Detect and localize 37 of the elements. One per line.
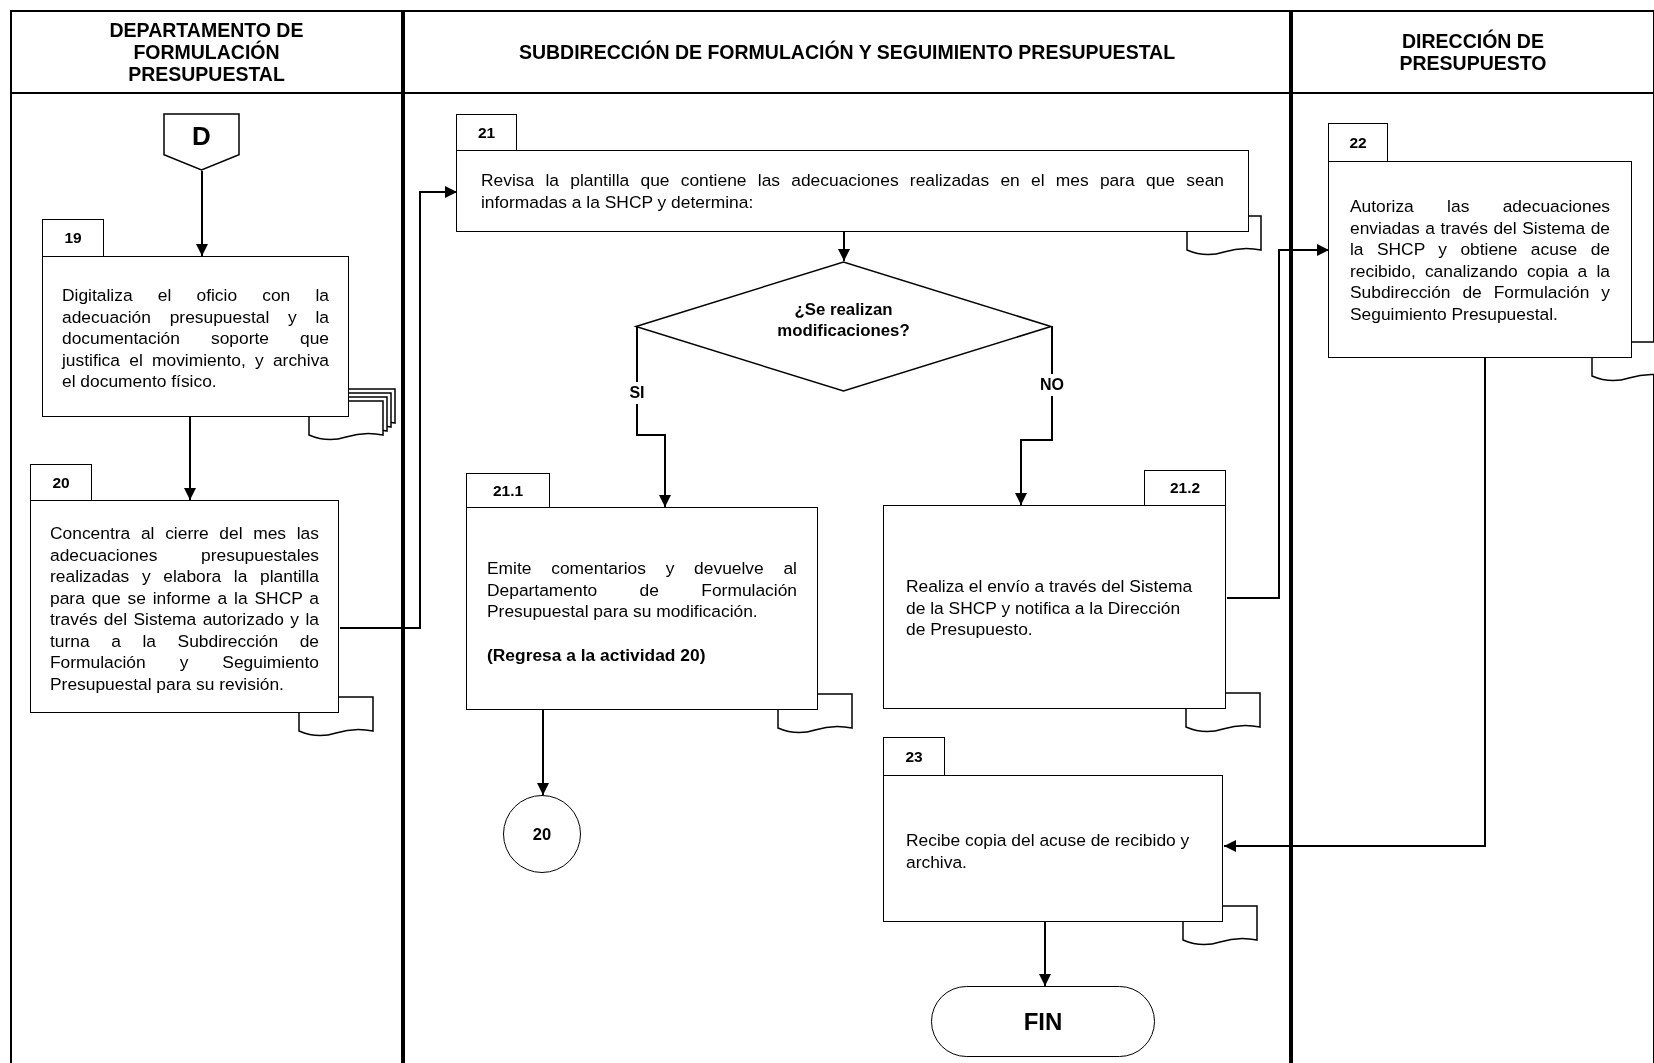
- decision-question: ¿Se realizan modificaciones?: [776, 300, 911, 341]
- edge-label: SI: [628, 382, 646, 404]
- step-text: Recibe copia del acuse de recibido y archiva.: [906, 830, 1191, 873]
- swimlane: [10, 10, 403, 1063]
- step-text: Autoriza las adecuaciones enviadas a través del Sistema de la SHCP y obtiene acuse de recibido, canalizando copia a la Subdirección de Formulación y Seguimiento Presupuestal.: [1350, 196, 1610, 325]
- arrow: [184, 416, 196, 501]
- swimlane: [1291, 10, 1654, 1063]
- step-number: 23: [883, 737, 945, 775]
- swimlane: [403, 10, 1291, 1063]
- step-number: 21.1: [466, 473, 550, 507]
- step-text: Concentra al cierre del mes las adecuaciones presupuestales realizadas y elabora la plantilla para que se informe a la SHCP a través del Sistema autorizado y la turna a la Subdirección de Formulación y Seguimiento Presupuestal para su revisión.: [50, 523, 319, 695]
- step-text: Revisa la plantilla que contiene las adecuaciones realizadas en el mes para que sean informadas a la SHCP y determina:: [481, 170, 1224, 213]
- arrow: [537, 709, 549, 796]
- connector-letter: D: [192, 121, 211, 153]
- edge-label: NO: [1039, 374, 1065, 396]
- step-number: 21.2: [1144, 470, 1226, 505]
- arrow: [838, 231, 850, 262]
- arrow: [1039, 921, 1051, 987]
- step-text: Realiza el envío a través del Sistema de la SHCP y notifica a la Dirección de Presupuesto.: [906, 576, 1194, 641]
- step-number: 22: [1328, 123, 1388, 161]
- step-text: Emite comentarios y devuelve al Departamento de Formulación Presupuestal para su modificación.: [487, 558, 797, 623]
- connector-circle: 20: [503, 795, 581, 873]
- lane-header: SUBDIRECCIÓN DE FORMULACIÓN Y SEGUIMIENTO PRESUPUESTAL: [405, 12, 1289, 94]
- lane-header: DEPARTAMENTO DE FORMULACIÓN PRESUPUESTAL: [12, 12, 401, 94]
- note-text: (Regresa a la actividad 20): [487, 644, 707, 666]
- arrow: [1223, 357, 1486, 852]
- arrow: [339, 186, 458, 629]
- arrow: [196, 170, 208, 257]
- step-number: 20: [30, 464, 92, 500]
- terminator: FIN: [931, 986, 1155, 1057]
- step-number: 19: [42, 219, 104, 256]
- lane-header: DIRECCIÓN DE PRESUPUESTO: [1293, 12, 1653, 94]
- step-number: 21: [456, 114, 517, 150]
- arrow: [1015, 325, 1053, 506]
- step-text: Digitaliza el oficio con la adecuación presupuestal y la documentación soporte que justifica el movimiento, y archiva el documento físico.: [62, 285, 329, 393]
- arrow: [636, 325, 671, 508]
- arrow: [1226, 244, 1330, 599]
